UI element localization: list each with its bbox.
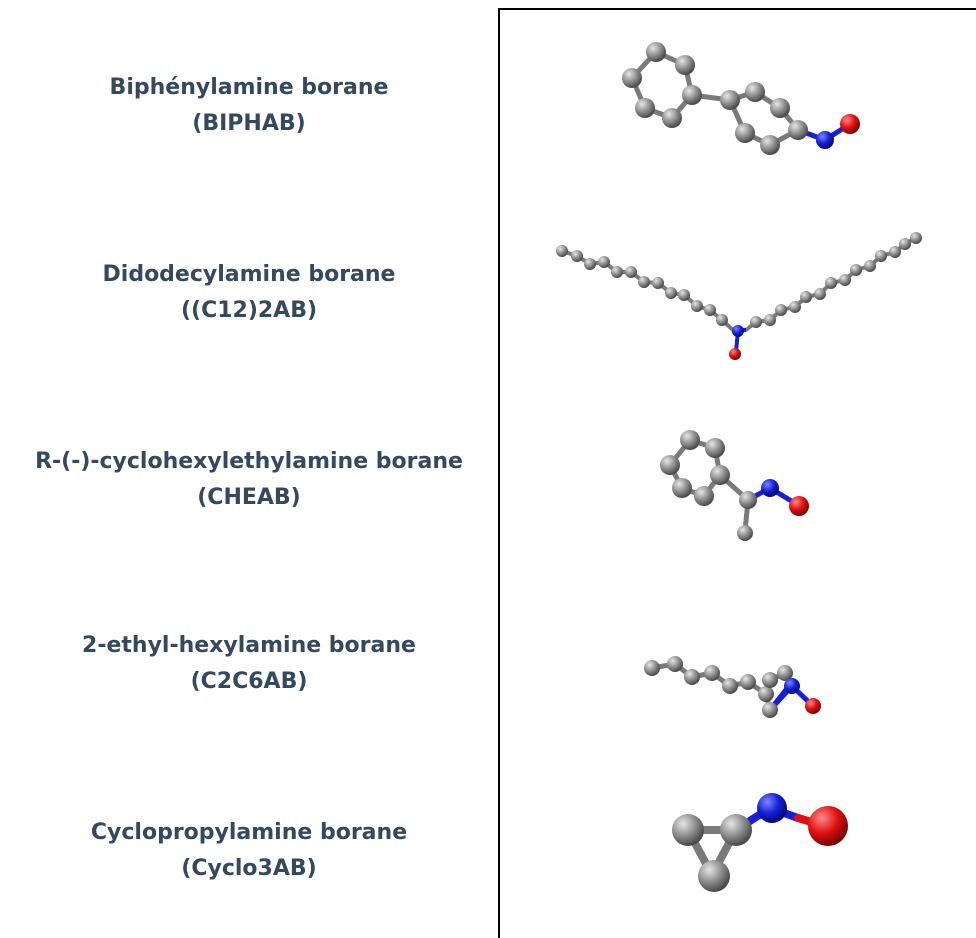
carbon-atom-icon — [839, 274, 851, 286]
carbon-atom-icon — [899, 238, 911, 250]
carbon-atom-icon — [777, 665, 793, 681]
carbon-atom-icon — [660, 455, 680, 475]
carbon-atom-icon — [665, 287, 677, 299]
carbon-atom-icon — [850, 264, 862, 276]
red-atom-icon — [729, 348, 741, 360]
red-atom-icon — [789, 496, 809, 516]
carbon-atom-icon — [682, 85, 702, 105]
carbon-atom-icon — [704, 304, 716, 316]
nitrogen-atom-icon — [761, 479, 779, 497]
molecule-code: (CHEAB) — [197, 485, 301, 510]
molecule-label-cheab: R-(-)-cyclohexylethylamine borane (CHEAB… — [0, 444, 498, 516]
carbon-atom-icon — [864, 260, 876, 272]
red-atom-icon — [840, 114, 860, 134]
carbon-atom-icon — [775, 304, 787, 316]
carbon-atom-icon — [750, 316, 762, 328]
carbon-atom-icon — [800, 291, 812, 303]
carbon-atom-icon — [571, 250, 583, 262]
carbon-atom-icon — [694, 486, 714, 506]
carbon-atom-icon — [611, 266, 623, 278]
top-border — [498, 8, 976, 10]
carbon-atom-icon — [735, 123, 755, 143]
c12-2ab-structure — [556, 232, 922, 360]
carbon-atom-icon — [758, 686, 774, 702]
red-atom-icon — [808, 806, 848, 846]
carbon-atom-icon — [770, 98, 790, 118]
carbon-atom-icon — [691, 300, 703, 312]
carbon-atom-icon — [814, 288, 826, 300]
biphab-structure — [622, 42, 860, 155]
nitrogen-atom-icon — [757, 793, 787, 823]
carbon-atom-icon — [680, 430, 700, 450]
molecule-name: Biphénylamine borane — [109, 75, 389, 100]
red-atom-icon — [805, 698, 821, 714]
molecule-code: (C2C6AB) — [190, 669, 308, 694]
carbon-atom-icon — [705, 438, 725, 458]
carbon-atom-icon — [716, 314, 728, 326]
carbon-atom-icon — [762, 702, 778, 718]
molecule-name: R-(-)-cyclohexylethylamine borane — [35, 449, 463, 474]
carbon-atom-icon — [710, 465, 730, 485]
carbon-atom-icon — [635, 98, 655, 118]
carbon-atom-icon — [788, 120, 808, 140]
molecule-label-c12-2ab: Didodecylamine borane ((C12)2AB) — [0, 257, 498, 329]
carbon-atom-icon — [745, 82, 765, 102]
carbon-atom-icon — [789, 301, 801, 313]
carbon-atom-icon — [675, 55, 695, 75]
nitrogen-atom-icon — [816, 131, 834, 149]
carbon-atom-icon — [584, 258, 596, 270]
carbon-atom-icon — [760, 135, 780, 155]
carbon-atom-icon — [740, 674, 756, 690]
molecule-label-cyclo3ab: Cyclopropylamine borane (Cyclo3AB) — [0, 815, 498, 887]
carbon-atom-icon — [720, 814, 752, 846]
carbon-atom-icon — [652, 277, 664, 289]
carbon-atom-icon — [672, 478, 692, 498]
molecule-code: (Cyclo3AB) — [181, 856, 317, 881]
carbon-atom-icon — [739, 491, 757, 509]
molecule-code: (BIPHAB) — [192, 111, 306, 136]
molecule-code: ((C12)2AB) — [180, 298, 318, 323]
carbon-atom-icon — [875, 250, 887, 262]
carbon-atom-icon — [764, 314, 776, 326]
carbon-atom-icon — [722, 678, 738, 694]
carbon-atom-icon — [644, 660, 660, 676]
carbon-atom-icon — [622, 68, 642, 88]
molecule-name: Cyclopropylamine borane — [90, 820, 408, 845]
carbon-atom-icon — [678, 289, 690, 301]
carbon-atom-icon — [762, 672, 778, 688]
molecule-label-biphab: Biphénylamine borane (BIPHAB) — [0, 70, 498, 142]
carbon-atom-icon — [910, 232, 922, 244]
carbon-atom-icon — [662, 108, 682, 128]
carbon-atom-icon — [638, 276, 650, 288]
names-column: Biphénylamine borane (BIPHAB) Didodecyla… — [0, 70, 498, 887]
molecule-name: Didodecylamine borane — [102, 262, 396, 287]
carbon-atom-icon — [825, 277, 837, 289]
nitrogen-atom-icon — [784, 678, 800, 694]
carbon-atom-icon — [737, 525, 753, 541]
carbon-atom-icon — [672, 814, 704, 846]
cheab-structure — [660, 430, 809, 541]
carbon-atom-icon — [646, 42, 666, 62]
carbon-atom-icon — [698, 860, 730, 892]
carbon-atom-icon — [720, 90, 740, 110]
column-divider — [498, 8, 500, 938]
nitrogen-atom-icon — [732, 325, 744, 337]
carbon-atom-icon — [889, 246, 901, 258]
carbon-atom-icon — [667, 656, 683, 672]
carbon-atom-icon — [704, 665, 720, 681]
carbon-atom-icon — [598, 256, 610, 268]
carbon-atom-icon — [625, 266, 637, 278]
molecule-name: 2-ethyl-hexylamine borane — [82, 633, 416, 658]
carbon-atom-icon — [556, 245, 568, 257]
c2c6ab-structure — [644, 656, 821, 718]
cyclo3ab-structure — [672, 793, 848, 892]
molecule-label-c2c6ab: 2-ethyl-hexylamine borane (C2C6AB) — [0, 628, 498, 700]
carbon-atom-icon — [684, 669, 700, 685]
